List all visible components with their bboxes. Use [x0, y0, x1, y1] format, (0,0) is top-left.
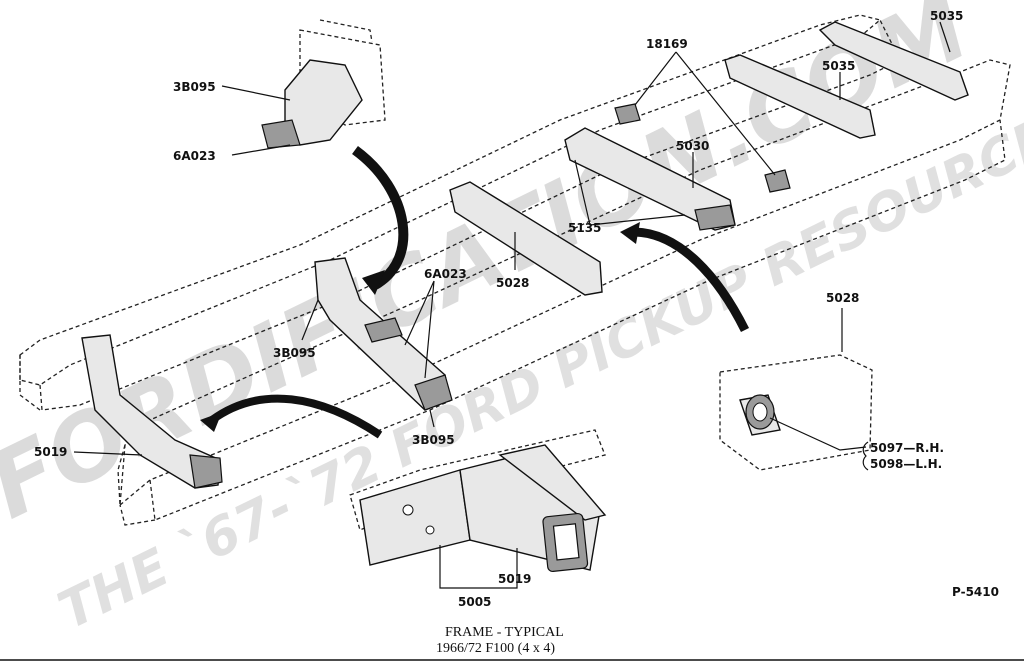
label-5005: 5005 — [458, 595, 491, 609]
label-5035-b: 5035 — [822, 59, 855, 73]
bracket-18169-left — [614, 103, 641, 125]
inset-front-detail — [349, 429, 607, 573]
caption-line-2: 1966/72 F100 (4 x 4) — [436, 641, 555, 656]
label-5019-a: 5019 — [34, 445, 67, 459]
label-5028-a: 5028 — [496, 276, 529, 290]
crossmember-5035-rear — [818, 21, 969, 101]
label-3b095-low: 3B095 — [412, 433, 455, 447]
label-5019-b: 5019 — [498, 572, 531, 586]
label-18169: 18169 — [646, 37, 688, 51]
label-6a023-mid: 6A023 — [424, 267, 467, 281]
caption: FRAME - TYPICAL 1966/72 F100 (4 x 4) — [0, 625, 1024, 661]
crossmember-5028 — [449, 181, 603, 296]
bracket-5135 — [694, 204, 736, 231]
inset-mount-detail — [719, 354, 873, 471]
arrows — [200, 145, 750, 439]
bracket-18169-right — [764, 169, 791, 193]
label-3b095-mid: 3B095 — [273, 346, 316, 360]
label-5035-a: 5035 — [930, 9, 963, 23]
bracket-3b095-top — [284, 59, 363, 146]
label-6a023-top: 6A023 — [173, 149, 216, 163]
part-labels: 3B095 6A023 18169 5035 5035 5030 5135 6A… — [34, 9, 999, 609]
label-3b095-top: 3B095 — [173, 80, 216, 94]
crossmembers — [81, 21, 969, 489]
label-5135: 5135 — [568, 221, 601, 235]
crossmember-5035-front — [724, 54, 876, 139]
label-p5410: P-5410 — [952, 585, 999, 599]
label-5097: 5097—R.H. — [870, 441, 944, 455]
leader-lines — [73, 21, 951, 589]
label-5030: 5030 — [676, 139, 709, 153]
label-5028-b: 5028 — [826, 291, 859, 305]
caption-line-1: FRAME - TYPICAL — [445, 625, 564, 640]
label-5098: 5098—L.H. — [870, 457, 942, 471]
